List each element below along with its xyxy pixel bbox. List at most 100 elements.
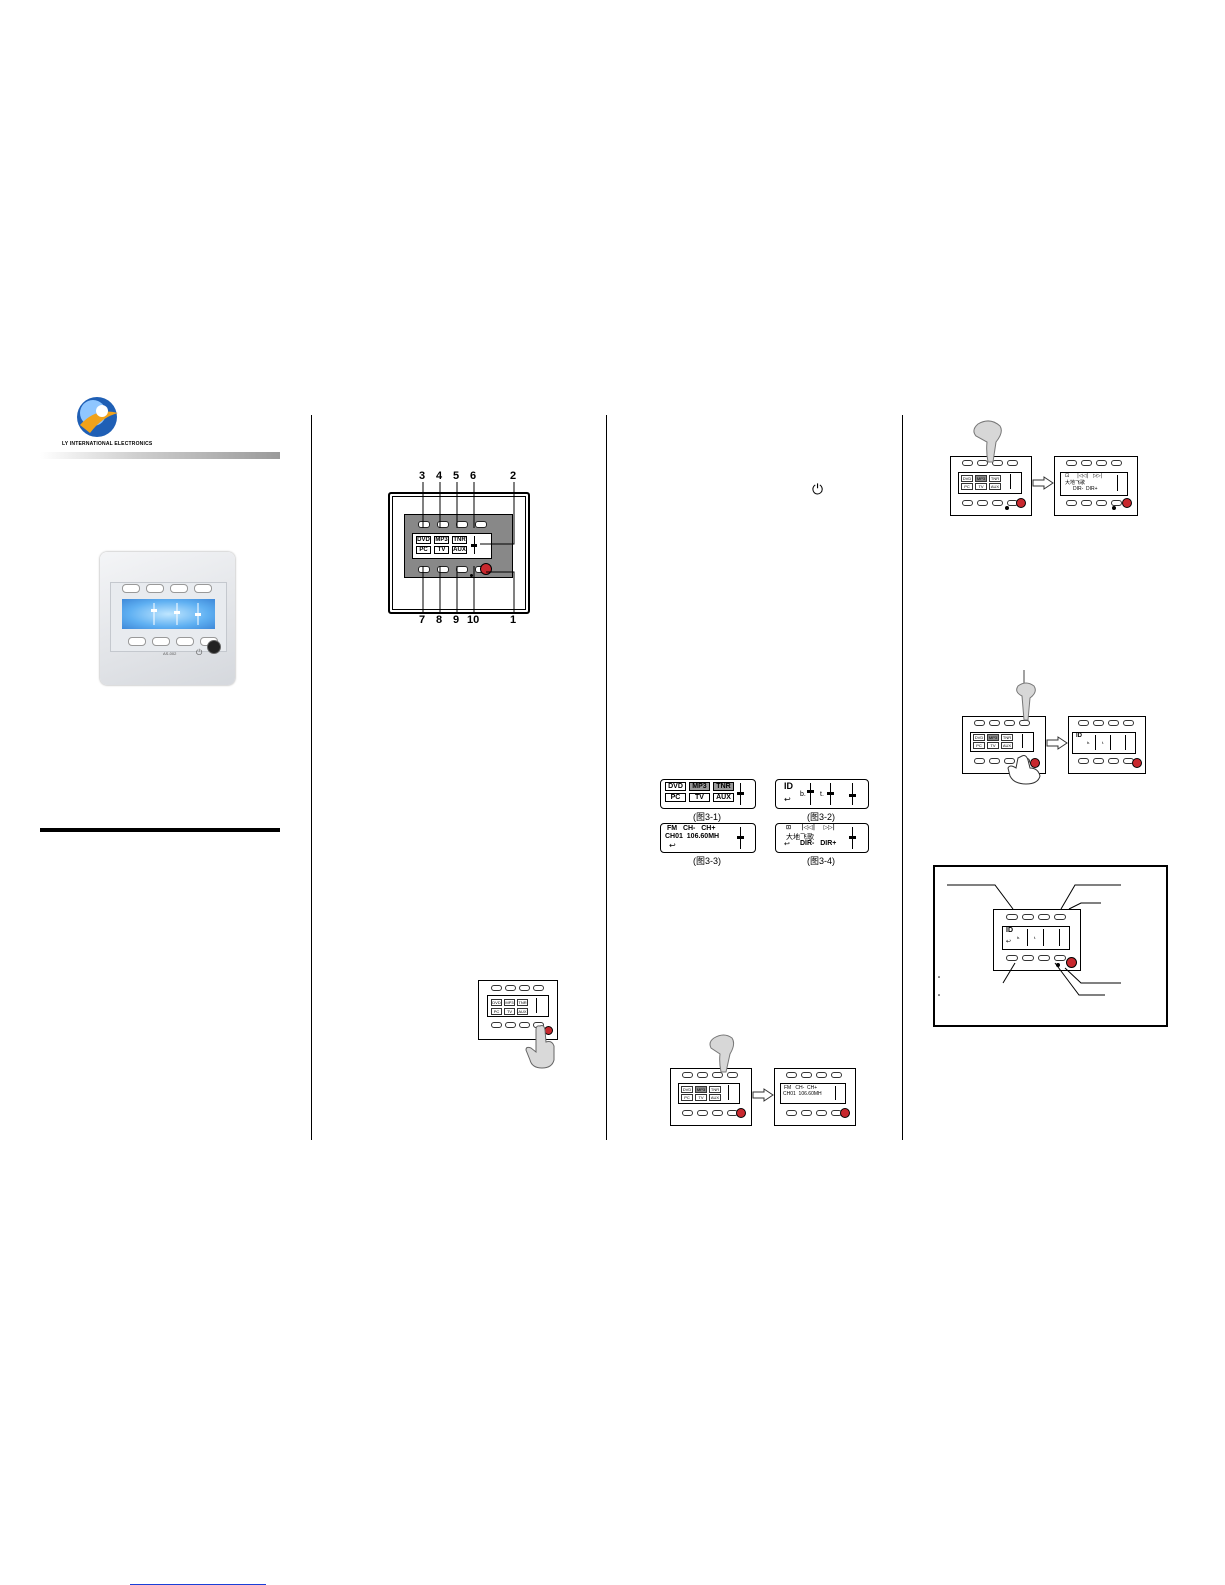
- label-8: 8: [436, 614, 443, 626]
- source-aux: AUX: [452, 546, 467, 554]
- caption-3-4: (图3-4): [807, 856, 836, 866]
- mini-mp3: MP3: [504, 999, 515, 1006]
- id2-b: b.: [1087, 740, 1091, 745]
- i-pc: PC: [973, 742, 985, 749]
- caption-3-1: (图3-1): [693, 812, 722, 822]
- mini-dvd: DVD: [491, 999, 502, 1006]
- figure-3-3: FM CH- CH+ CH01 106.60MH ↩: [660, 823, 756, 853]
- fig4-line2: 大地飞歌: [786, 833, 814, 841]
- i-aux: AUX: [1001, 742, 1013, 749]
- s-mp3: MP3: [975, 475, 987, 482]
- fig1-tnr: TNR: [713, 782, 734, 791]
- product-photo: AS-002 ⏻: [100, 552, 235, 685]
- s-tnr: TNR: [989, 475, 1001, 482]
- source-tv: TV: [434, 546, 449, 554]
- source-dvd: DVD: [416, 536, 431, 544]
- hand-pointer-icon: [973, 420, 1002, 463]
- id3-t: t.: [1034, 935, 1037, 940]
- source-pc: PC: [416, 546, 431, 554]
- fm-pc: PC: [681, 1094, 693, 1101]
- i-dvd: DVD: [973, 734, 985, 741]
- s-dvd: DVD: [961, 475, 973, 482]
- mini-tv: TV: [504, 1008, 515, 1015]
- figure-3-1: DVD MP3 TNR PC TV AUX: [660, 779, 756, 809]
- fig2-b: b.: [800, 791, 806, 798]
- fig3-line2: CH01 106.60MH: [665, 833, 720, 840]
- s-pc: PC: [961, 483, 973, 490]
- label-6: 6: [470, 470, 477, 482]
- figure-3-2: ID b. t. ↩: [775, 779, 869, 809]
- song-transition: DVD MP3 TNR PC TV AUX ⊡ |◁◁| ▷▷| 大地飞歌 DI…: [950, 418, 1140, 516]
- lcd-screen: [122, 599, 215, 629]
- fm-tnr: TNR: [709, 1086, 721, 1093]
- mini-tnr: TNR: [517, 999, 528, 1006]
- fm-screen-line1: FM CH- CH+: [784, 1085, 818, 1091]
- hand-pointer-icon: [525, 1025, 555, 1069]
- power-icon: ⏻: [196, 648, 203, 657]
- return-icon: ↩: [1006, 938, 1012, 945]
- return-icon: ↩: [784, 795, 791, 804]
- brand-name: LY INTERNATIONAL ELECTRONICS: [62, 441, 153, 447]
- id3-label: ID: [1006, 927, 1013, 934]
- figure-3-4: ⊡ |◁◁| ▷▷| 大地飞歌 DIR- DIR+ ↩: [775, 823, 869, 853]
- model-label: AS-002: [163, 651, 177, 656]
- song-line1: ⊡ |◁◁| ▷▷|: [1065, 473, 1103, 479]
- ir-receiver: [207, 640, 221, 654]
- label-10: 10: [467, 614, 480, 626]
- i-mp3: MP3: [987, 734, 999, 741]
- column-divider: [311, 415, 312, 1140]
- hand-pointer-icon: [1016, 670, 1036, 721]
- bottom-link[interactable]: [130, 1570, 266, 1585]
- header-rule: [40, 452, 280, 459]
- section-rule: [40, 828, 280, 832]
- id2-t: t.: [1102, 740, 1105, 745]
- fig1-mp3: MP3: [689, 782, 710, 791]
- fig3-line1: FM CH- CH+: [667, 825, 716, 832]
- label-4: 4: [436, 470, 443, 482]
- i-tnr: TNR: [1001, 734, 1013, 741]
- hand-pointer-icon: [709, 1034, 735, 1073]
- mini-aux: AUX: [517, 1008, 528, 1015]
- fig4-line3: DIR- DIR+: [800, 840, 837, 847]
- mini-pc: PC: [491, 1008, 502, 1015]
- fig1-aux: AUX: [713, 793, 734, 802]
- label-3: 3: [419, 470, 426, 482]
- power-icon: ⏻: [812, 482, 824, 498]
- label-9: 9: [453, 614, 460, 626]
- s-aux: AUX: [989, 483, 1001, 490]
- label-5: 5: [453, 470, 460, 482]
- arrow-right-icon: [1032, 476, 1054, 490]
- hand-pointer-icon: [1007, 755, 1041, 785]
- fig1-pc: PC: [665, 793, 686, 802]
- panel-diagram: DVD MP3 TNR PC TV AUX: [388, 492, 530, 614]
- callout-frame: [933, 865, 1168, 1027]
- callout-leaders: [938, 884, 1121, 996]
- fm-dvd: DVD: [681, 1086, 693, 1093]
- fm-aux: AUX: [709, 1094, 721, 1101]
- return-icon: ↩: [784, 840, 790, 848]
- song-line2: 大地飞歌: [1065, 480, 1086, 486]
- fm-transition: DVD MP3 TNR PC TV AUX FM CH- CH+ CH01 10…: [670, 1032, 860, 1127]
- arrow-right-icon: [1046, 736, 1068, 750]
- return-icon: ↩: [669, 841, 676, 850]
- fig2-t: t.: [820, 791, 824, 798]
- id2-label: ID: [1076, 733, 1082, 739]
- song-line3: DIR- DIR+: [1073, 486, 1098, 492]
- i-tv: TV: [987, 742, 999, 749]
- arrow-right-icon: [752, 1088, 774, 1102]
- leader-lines: [422, 482, 515, 612]
- caption-3-2: (图3-2): [807, 812, 836, 822]
- brand-logo: [72, 395, 122, 440]
- fig1-tv: TV: [689, 793, 710, 802]
- fm-screen-line2: CH01 106.60MH: [783, 1091, 822, 1097]
- fig2-id: ID: [784, 781, 793, 791]
- id-transition: DVD MP3 TNR PC TV AUX ID b. t.: [962, 670, 1147, 785]
- callout-panel: ID ↩ b. t.: [993, 909, 1081, 971]
- fm-mp3: MP3: [695, 1086, 707, 1093]
- column-divider: [902, 415, 903, 1140]
- label-7: 7: [419, 614, 426, 626]
- s-tv: TV: [975, 483, 987, 490]
- label-1: 1: [510, 614, 517, 626]
- fig4-line1: ⊡ |◁◁| ▷▷|: [786, 824, 835, 831]
- fm-tv: TV: [695, 1094, 707, 1101]
